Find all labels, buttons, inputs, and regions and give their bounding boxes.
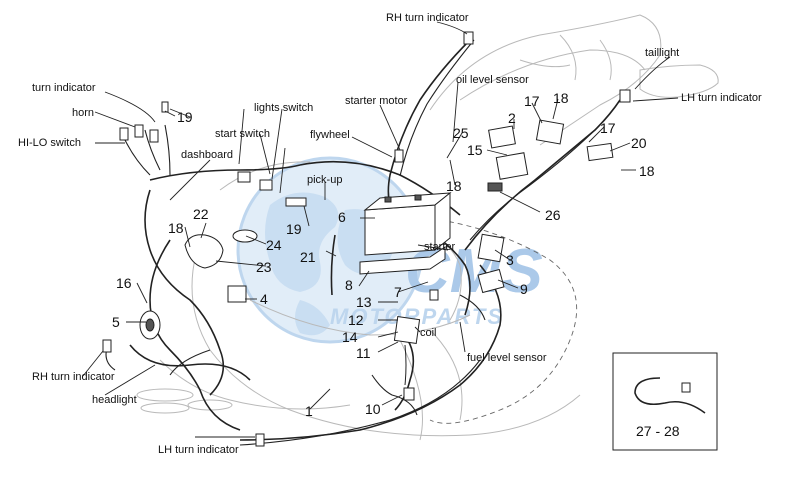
label-headlight: headlight [92,394,137,406]
scooter-frame [136,14,719,441]
battery-tray [359,246,446,275]
relay-3 [477,233,505,263]
watermark-continents [265,192,394,336]
label-rh-turn-indicator-bottom: RH turn indicator [32,371,115,383]
callout-19b: 19 [286,221,302,237]
label-coil: coil [420,327,437,339]
label-horn: horn [72,107,94,119]
fuse-holder [477,268,505,294]
callout-17b: 17 [600,120,616,136]
label-hi-lo-switch: HI-LO switch [18,137,81,149]
label-starter-motor: starter motor [345,95,408,107]
callout-26: 26 [545,207,561,223]
callout-9: 9 [520,281,528,297]
callout-numbers: 1 2 3 4 5 6 7 8 9 10 11 12 13 14 15 16 1… [112,90,680,439]
label-lights-switch: lights switch [254,102,313,114]
regulator [535,119,565,145]
inset-frame [612,352,718,451]
label-lh-turn-indicator-right: LH turn indicator [681,92,762,104]
main-harness [105,39,621,446]
callout-15: 15 [467,142,483,158]
label-flywheel: flywheel [310,129,350,141]
callout-24: 24 [266,237,282,253]
callout-18d: 18 [168,220,184,236]
starter-relay [227,285,247,303]
callout-21: 21 [300,249,316,265]
callout-3: 3 [506,252,514,268]
callout-6: 6 [338,209,346,225]
leader-lines [82,21,679,438]
callout-20: 20 [631,135,647,151]
text-labels: RH turn indicator taillight oil level se… [18,12,762,456]
pick-up-sensor [285,197,307,207]
label-pick-up: pick-up [307,174,342,186]
flasher [586,142,614,162]
callout-18b: 18 [446,178,462,194]
callout-22: 22 [193,206,209,222]
label-start-switch: start switch [215,128,270,140]
callout-1: 1 [305,403,313,419]
ignition-coil [393,316,421,344]
cable-clamp [634,377,706,414]
callout-7: 7 [394,284,402,300]
callout-17a: 17 [524,93,540,109]
callout-18c: 18 [639,163,655,179]
callout-13: 13 [356,294,372,310]
label-taillight: taillight [645,47,679,59]
inset-caption: 27 - 28 [636,423,680,439]
callout-25: 25 [453,125,469,141]
callout-8: 8 [345,277,353,293]
callout-23: 23 [256,259,272,275]
relay-15 [495,152,529,180]
label-starter: starter [424,241,456,253]
key-switch [184,234,224,269]
callout-14: 14 [342,329,358,345]
relay-2 [488,125,516,149]
callout-11: 11 [356,345,371,361]
callout-12: 12 [348,312,364,328]
label-rh-turn-indicator-top: RH turn indicator [386,12,469,24]
callout-16: 16 [116,275,132,291]
label-lh-turn-indicator-bottom: LH turn indicator [158,444,239,456]
battery [363,191,452,256]
callout-2: 2 [508,110,516,126]
label-oil-level-sensor: oil level sensor [456,74,529,86]
callout-19a: 19 [177,109,193,125]
label-turn-indicator: turn indicator [32,82,96,94]
label-dashboard: dashboard [181,149,233,161]
callout-5: 5 [112,314,120,330]
callout-18a: 18 [553,90,569,106]
label-fuel-level-sensor: fuel level sensor [467,352,547,364]
components [102,31,718,451]
callout-4: 4 [260,291,268,307]
callout-10: 10 [365,401,381,417]
